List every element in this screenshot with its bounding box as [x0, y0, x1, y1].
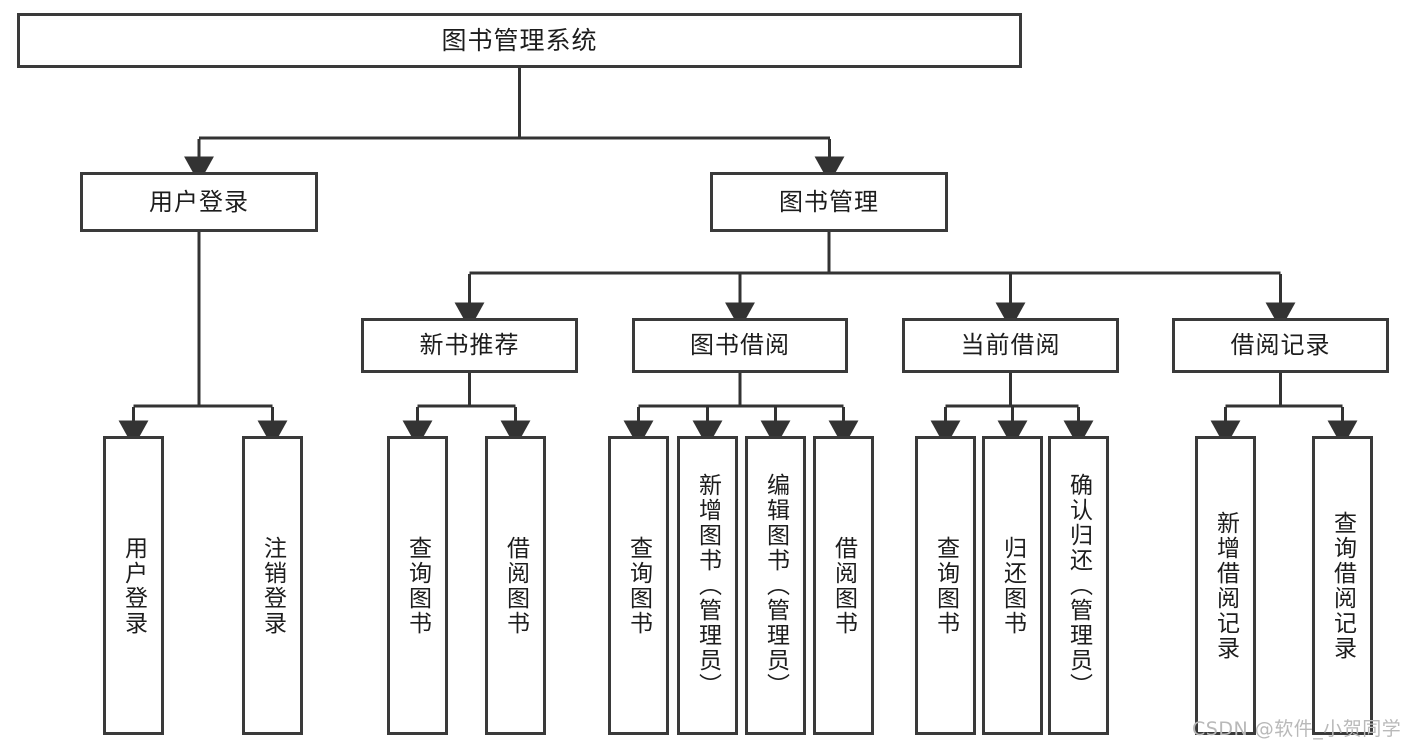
node-leaf-query-borrow-record[interactable]: 查询借阅记录: [1312, 436, 1373, 735]
node-leaf-query-book-borrow[interactable]: 查询图书: [608, 436, 669, 735]
node-root-system[interactable]: 图书管理系统: [17, 13, 1022, 68]
node-leaf-query-book-recommend[interactable]: 查询图书: [387, 436, 448, 735]
node-label: 新增借阅记录: [1212, 510, 1239, 661]
node-book-borrow[interactable]: 图书借阅: [632, 318, 848, 373]
node-label: 图书借阅: [690, 331, 790, 360]
node-label: 查询图书: [625, 535, 652, 636]
node-leaf-confirm-return-admin[interactable]: 确认归还（管理员）: [1048, 436, 1109, 735]
node-label: 借阅记录: [1230, 331, 1331, 360]
node-user-login[interactable]: 用户登录: [80, 172, 318, 232]
node-leaf-logout[interactable]: 注销登录: [242, 436, 303, 735]
node-label: 确认归还（管理员）: [1065, 473, 1092, 698]
node-label: 图书管理系统: [441, 25, 598, 55]
node-label: 当前借阅: [960, 331, 1061, 360]
node-label: 新增图书（管理员）: [694, 473, 721, 698]
node-leaf-edit-book-admin[interactable]: 编辑图书（管理员）: [745, 436, 806, 735]
node-label: 查询借阅记录: [1329, 510, 1356, 661]
node-leaf-user-login[interactable]: 用户登录: [103, 436, 164, 735]
node-label: 新书推荐: [419, 331, 520, 360]
node-label: 用户登录: [120, 535, 147, 636]
node-label: 用户登录: [149, 187, 249, 216]
node-label: 图书管理: [779, 187, 879, 216]
node-label: 编辑图书（管理员）: [762, 473, 789, 698]
node-book-manage[interactable]: 图书管理: [710, 172, 948, 232]
node-borrow-record[interactable]: 借阅记录: [1172, 318, 1389, 373]
node-current-borrow[interactable]: 当前借阅: [902, 318, 1119, 373]
node-new-book-recommend[interactable]: 新书推荐: [361, 318, 578, 373]
csdn-watermark: CSDN @软件_小贺同学: [1192, 718, 1402, 740]
node-label: 查询图书: [932, 535, 959, 636]
node-label: 注销登录: [259, 535, 286, 636]
node-leaf-borrow-book-recommend[interactable]: 借阅图书: [485, 436, 546, 735]
node-label: 借阅图书: [502, 535, 529, 636]
node-label: 借阅图书: [830, 535, 857, 636]
node-leaf-query-book-current[interactable]: 查询图书: [915, 436, 976, 735]
node-leaf-return-book[interactable]: 归还图书: [982, 436, 1043, 735]
node-leaf-add-book-admin[interactable]: 新增图书（管理员）: [677, 436, 738, 735]
node-label: 归还图书: [999, 535, 1026, 636]
node-leaf-borrow-book[interactable]: 借阅图书: [813, 436, 874, 735]
node-label: 查询图书: [404, 535, 431, 636]
node-leaf-add-borrow-record[interactable]: 新增借阅记录: [1195, 436, 1256, 735]
